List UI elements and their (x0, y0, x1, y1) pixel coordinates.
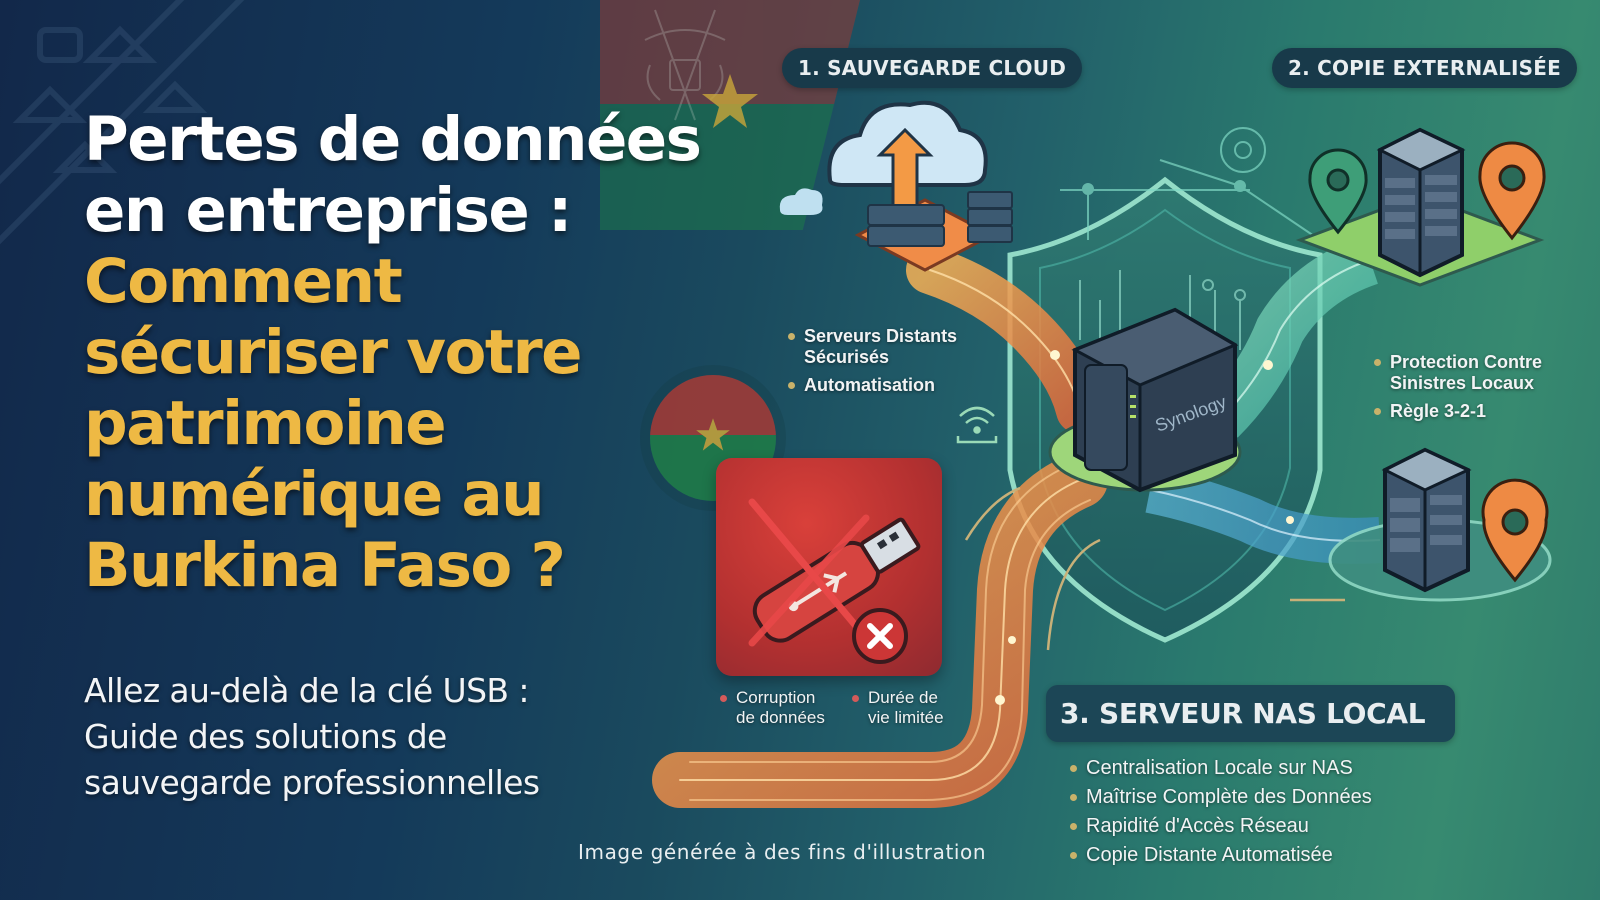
server-tower-icon-secondary (1328, 447, 1552, 602)
usb-warning-card (716, 458, 942, 676)
bullet-item: Serveurs Distants Sécurisés (786, 326, 986, 368)
bullet-item: Rapidité d'Accès Réseau (1068, 814, 1488, 838)
bullet-item: Copie Distante Automatisée (1068, 843, 1488, 867)
bullet-item: Durée de vie limitée (850, 688, 963, 728)
cloud-backup-bullets: Serveurs Distants Sécurisés Automatisati… (786, 326, 986, 403)
bullet-item: Maîtrise Complète des Données (1068, 785, 1488, 809)
subtitle-line-2: Guide des solutions de (84, 717, 447, 756)
title-highlight-line-4: numérique au (84, 459, 545, 530)
section-label-cloud-backup: 1. SAUVEGARDE CLOUD (782, 48, 1082, 88)
title-highlight-line-3: patrimoine (84, 388, 447, 459)
flag-star-icon (702, 74, 758, 128)
subtitle-line-1: Allez au-delà de la clé USB : (84, 671, 529, 710)
local-nas-bullets: Centralisation Locale sur NAS Maîtrise C… (1068, 756, 1488, 872)
offsite-copy-bullets: Protection Contre Sinistres Locaux Règle… (1372, 352, 1572, 429)
bullet-item: Protection Contre Sinistres Locaux (1372, 352, 1572, 394)
title-line-2: en entreprise : (84, 175, 572, 246)
usb-crossed-icon (748, 498, 921, 664)
subtitle: Allez au-delà de la clé USB : Guide des … (84, 668, 684, 806)
title-highlight-line-1: Comment (84, 246, 403, 317)
subtitle-line-3: sauvegarde professionnelles (84, 763, 540, 802)
wifi-icon (956, 406, 998, 444)
page-title: Pertes de données en entreprise : Commen… (84, 104, 724, 601)
server-tower-icon (1295, 127, 1546, 287)
section-label-offsite-copy: 2. COPIE EXTERNALISÉE (1272, 48, 1577, 88)
bullet-item: Corruption de données (718, 688, 836, 728)
nas-device-icon: Synology (1048, 307, 1242, 493)
coat-of-arms-icon (644, 9, 726, 121)
flag-star-icon (696, 418, 730, 451)
title-line-1: Pertes de données (84, 104, 702, 175)
bullet-item: Centralisation Locale sur NAS (1068, 756, 1488, 780)
bullet-item: Automatisation (786, 375, 986, 396)
bullet-item: Règle 3-2-1 (1372, 401, 1572, 422)
section-label-local-nas: 3. SERVEUR NAS LOCAL (1046, 685, 1456, 742)
cloud-upload-icon (779, 100, 1013, 272)
usb-risk-bullets: Corruption de données Durée de vie limit… (718, 688, 963, 728)
tribal-pattern-decoration (0, 0, 245, 245)
title-highlight-line-5: Burkina Faso ? (84, 530, 566, 601)
title-highlight-line-2: sécuriser votre (84, 317, 583, 388)
illustration-disclaimer: Image générée à des fins d'illustration (578, 840, 987, 864)
